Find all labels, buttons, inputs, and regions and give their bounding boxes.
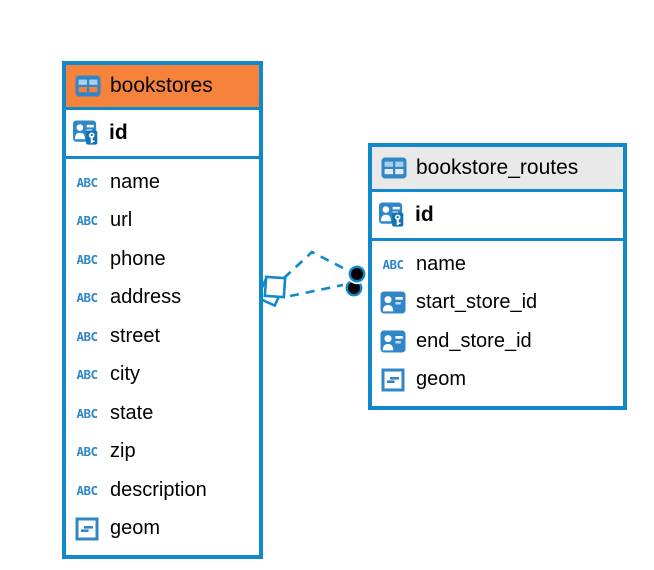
column-row-city[interactable]: ABC city: [66, 356, 259, 395]
table-title: bookstore_routes: [416, 156, 579, 179]
column-name: name: [416, 252, 467, 275]
text-type-icon: ABC: [76, 290, 98, 306]
table-header[interactable]: bookstore_routes: [372, 147, 623, 189]
column-name: geom: [110, 517, 161, 540]
column-name: city: [110, 363, 140, 386]
column-name: url: [110, 209, 133, 232]
text-type-icon: ABC: [76, 174, 98, 190]
text-type-icon: ABC: [382, 256, 404, 272]
relationship-line-upper: [283, 250, 348, 279]
divider: [66, 156, 259, 159]
column-row-state[interactable]: ABC state: [66, 394, 259, 433]
column-name: zip: [110, 440, 136, 463]
column-row-url[interactable]: ABC url: [66, 202, 259, 241]
column-name: end_store_id: [416, 329, 532, 352]
geometry-type-icon: [73, 517, 101, 541]
column-name: street: [110, 324, 161, 347]
table-icon: [74, 75, 102, 97]
text-type-icon: ABC: [76, 328, 98, 344]
primary-key-row[interactable]: id: [372, 192, 623, 238]
reference-type-icon: [379, 330, 407, 353]
text-type-icon: ABC: [76, 367, 98, 383]
column-name: name: [110, 170, 161, 193]
primary-key-name: id: [109, 121, 128, 144]
text-type-icon: ABC: [76, 251, 98, 267]
divider: [66, 107, 259, 110]
column-row-start_store_id[interactable]: start_store_id: [372, 284, 623, 323]
text-type-icon: ABC: [76, 482, 98, 498]
column-name: state: [110, 401, 154, 424]
column-name: address: [110, 286, 182, 309]
one-end-marker[interactable]: [345, 263, 368, 297]
column-row-street[interactable]: ABC street: [66, 317, 259, 356]
divider: [372, 189, 623, 192]
column-name: phone: [110, 247, 166, 270]
primary-key-name: id: [415, 203, 434, 226]
column-row-zip[interactable]: ABC zip: [66, 433, 259, 472]
column-row-geom[interactable]: geom: [66, 510, 259, 549]
relationship-line-lower: [289, 283, 344, 298]
text-type-icon: ABC: [76, 444, 98, 460]
table-header[interactable]: bookstores: [66, 65, 259, 107]
text-type-icon: ABC: [76, 405, 98, 421]
column-row-end_store_id[interactable]: end_store_id: [372, 322, 623, 361]
primary-key-row[interactable]: id: [66, 110, 259, 156]
text-type-icon: ABC: [76, 213, 98, 229]
column-row-name[interactable]: ABC name: [372, 245, 623, 284]
column-name: geom: [416, 368, 467, 391]
primary-key-icon: [72, 119, 100, 147]
geometry-type-icon: [379, 368, 407, 392]
column-name: description: [110, 478, 207, 501]
column-list: ABC name start_store_id end_store_id geom: [372, 241, 623, 406]
column-row-address[interactable]: ABC address: [66, 279, 259, 318]
relationship-line[interactable]: [283, 250, 348, 298]
table-title: bookstores: [110, 74, 213, 97]
divider: [372, 238, 623, 241]
primary-key-icon: [378, 201, 406, 229]
column-row-phone[interactable]: ABC phone: [66, 240, 259, 279]
column-row-name[interactable]: ABC name: [66, 163, 259, 202]
entity-table-bookstore-routes[interactable]: bookstore_routes id ABC name start_store_…: [368, 143, 627, 410]
table-icon: [380, 157, 408, 179]
column-row-description[interactable]: ABC description: [66, 471, 259, 510]
column-name: start_store_id: [416, 291, 538, 314]
reference-type-icon: [379, 291, 407, 314]
column-row-geom[interactable]: geom: [372, 361, 623, 400]
